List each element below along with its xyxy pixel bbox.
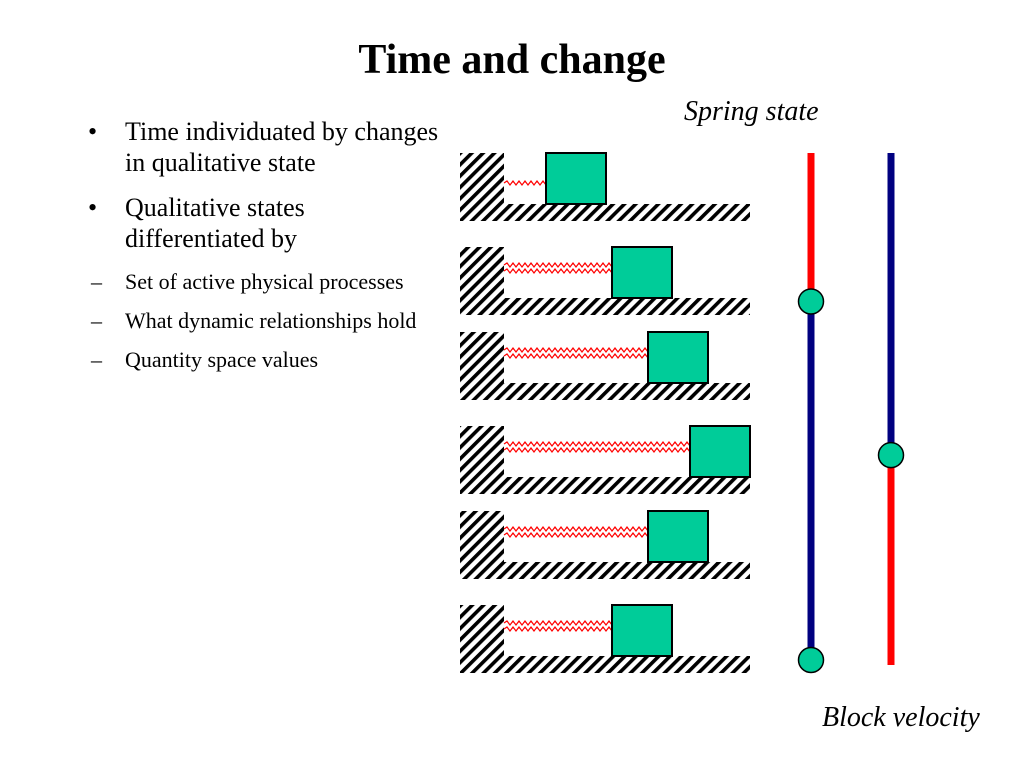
block	[545, 152, 607, 205]
bullet-list: • Time individuated by changes in qualit…	[88, 116, 448, 385]
spring	[503, 526, 649, 532]
bullet-glyph: •	[88, 117, 98, 146]
spring	[503, 262, 613, 268]
spring-block-frame	[460, 331, 750, 400]
block	[611, 604, 673, 657]
dash-glyph: –	[91, 269, 102, 294]
floor	[460, 656, 750, 673]
spring	[503, 441, 691, 447]
state-marker	[797, 288, 825, 315]
spring	[503, 532, 649, 538]
spring	[503, 353, 649, 359]
bullet-item: • Qualitative states differentiated by	[88, 192, 448, 254]
spring	[503, 626, 613, 632]
state-marker	[877, 441, 905, 469]
sub-bullet-text: Quantity space values	[125, 347, 319, 372]
spring-state-label: Spring state	[684, 96, 819, 127]
bullet-text: Qualitative states differentiated by	[125, 193, 305, 253]
spring-block-frame	[460, 152, 750, 221]
spring-block-frame	[460, 604, 750, 673]
block-velocity-bar	[877, 153, 905, 665]
dash-glyph: –	[91, 347, 102, 372]
spring	[503, 620, 613, 626]
spring-block-frame	[460, 246, 750, 315]
block	[647, 331, 709, 384]
bullet-text: Time individuated by changes in qualitat…	[125, 117, 439, 177]
floor	[460, 562, 750, 579]
spring	[503, 268, 613, 274]
block	[647, 510, 709, 563]
floor	[460, 383, 750, 400]
spring	[503, 447, 691, 453]
floor	[460, 477, 750, 494]
spring-state-bar	[797, 153, 825, 674]
sub-bullet-item: – Quantity space values	[43, 346, 448, 373]
spring-block-frame	[460, 510, 750, 579]
sub-bullet-item: – What dynamic relationships hold	[43, 307, 448, 334]
spring-block-frame	[460, 425, 751, 494]
block	[689, 425, 751, 478]
dash-glyph: –	[91, 308, 102, 333]
state-marker	[797, 646, 825, 674]
floor	[460, 298, 750, 315]
bullet-glyph: •	[88, 193, 98, 222]
spring	[503, 180, 547, 186]
floor	[460, 204, 750, 221]
block	[611, 246, 673, 299]
sub-bullet-text: Set of active physical processes	[125, 269, 404, 294]
spring	[503, 347, 649, 353]
block-velocity-label: Block velocity	[822, 702, 980, 733]
sub-bullet-item: – Set of active physical processes	[43, 268, 448, 295]
sub-bullet-text: What dynamic relationships hold	[125, 308, 417, 333]
slide-title: Time and change	[358, 37, 666, 83]
bullet-item: • Time individuated by changes in qualit…	[88, 116, 448, 178]
